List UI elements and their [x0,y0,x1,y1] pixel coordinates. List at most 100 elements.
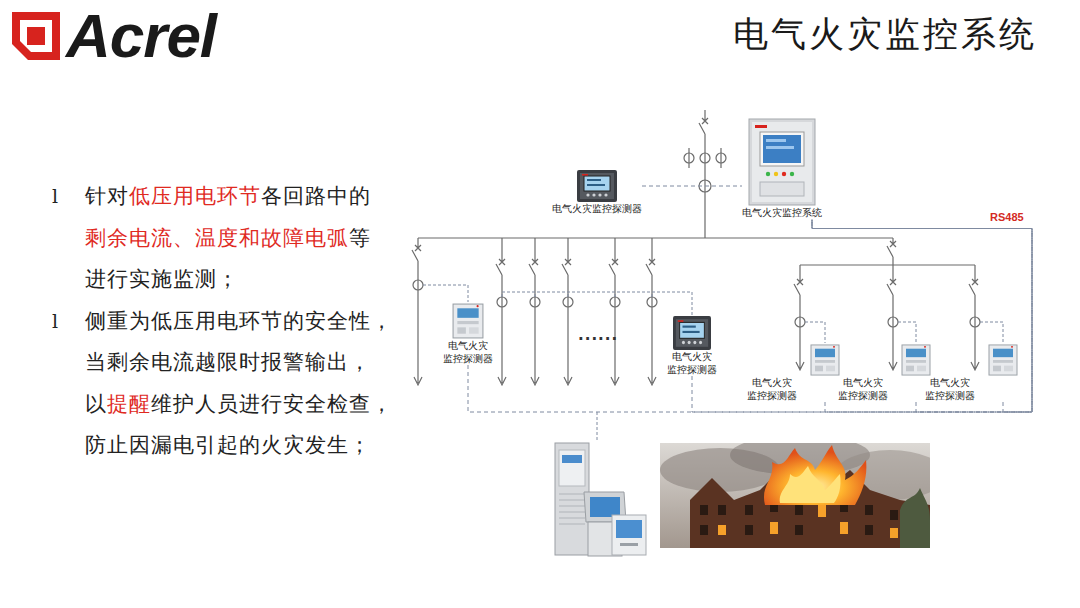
current-transformer [716,153,726,163]
bullet-mark: l [52,176,59,218]
sensor-leader [423,285,1003,441]
host-equipment [555,443,646,556]
cabinet-icon [782,172,786,176]
fire-photo [900,488,930,548]
power-wire [412,110,979,385]
detector-icon [699,341,702,344]
power-wire [412,238,422,385]
detector-icon [993,349,1013,357]
fire-photo [718,505,898,538]
fire-photo [780,466,841,503]
detector-icon [457,327,466,333]
detector-icon [673,316,711,350]
fire-photo [700,500,898,535]
rs485-link [812,220,1032,413]
brand-mark [12,12,60,60]
current-transformer [684,153,694,163]
detector-icon [584,176,610,191]
detector-icon [477,305,479,307]
bullet-item: l侧重为低压用电环节的安全性，当剩余电流越限时报警输出，以提醒维护人员进行安全检… [52,301,432,467]
detector-icon [673,316,711,350]
page-title: 电气火灾监控系统 [733,13,1037,55]
highlight-text: 低压用电环节 [129,184,261,208]
detector-node: 电气火灾监控探测器 [552,170,642,216]
current-transformer [647,297,657,307]
detector-icon [453,304,483,338]
detector-node: 电气火灾 监控探测器 [666,316,718,376]
detector-icon [811,345,839,375]
current-transformer [563,297,573,307]
cabinet-icon [752,122,812,202]
text-line: 剩余电流、温度和故障电弧等 [85,218,432,260]
detector-icon [598,193,601,196]
cabinet-icon [790,172,794,176]
power-wire [418,110,893,238]
current-transformer [888,317,898,327]
rs485-link [812,220,1032,413]
detector-icon [902,345,930,375]
monitor-host-node: 电气火灾监控系统 [742,118,822,220]
body-text: 防止因漏电引起的火灾发生； [85,433,371,457]
sensor-leader [980,322,1003,343]
detector-icon [989,345,1017,375]
host-equipment [562,455,582,463]
brand-mark [12,12,60,60]
host-equipment [620,543,638,546]
detector-icon [457,321,478,324]
detector-icon [586,193,589,196]
rs485-link [642,186,742,187]
power-wire [969,265,979,370]
detector-icon [993,366,1001,372]
power-wire [794,265,804,370]
power-wire [887,265,897,370]
bus-label: RS485 [990,211,1024,224]
sensor-leader [805,322,825,343]
detector-icon [924,346,926,348]
cabinet-icon [766,146,794,149]
detector-icon [906,360,926,363]
detector-icon [592,193,595,196]
sensor-leader [898,322,916,343]
body-text: 等 [349,226,371,250]
device-label: 电气火灾 监控探测器 [837,377,889,402]
brand-logo: Acrel [66,5,216,67]
detector-icon [810,344,840,376]
power-wire [609,238,619,385]
detector-icon [676,319,708,347]
detector-icon [587,184,605,186]
body-text: 维护人员进行安全检查， [151,392,393,416]
text-line: 当剩余电流越限时报警输出， [85,342,432,384]
current-transformer [413,153,980,327]
detector-icon [673,316,711,350]
power-wire [529,238,539,385]
device-label: 电气火灾监控探测器 [552,203,642,216]
detector-icon [688,341,691,344]
detector-icon [457,308,478,318]
detector-node: 电气火灾 监控探测器 [746,344,840,402]
cabinet-icon [766,172,770,176]
rs485-link [692,220,1032,413]
body-text: 以 [85,392,107,416]
detector-icon [1004,366,1013,372]
detector-icon [988,344,1018,376]
brand-mark [20,20,52,52]
fire-photo [660,443,930,548]
current-transformer [970,317,980,327]
body-text: 侧重为低压用电环节的安全性， [85,309,393,333]
detector-icon [906,349,926,357]
detector-node: 电气火灾 监控探测器 [442,303,494,365]
host-equipment [559,450,585,486]
highlight-text: 提醒 [107,392,151,416]
device-label: 电气火灾 监控探测器 [442,340,494,365]
detector-icon [683,331,700,333]
detector-icon [469,327,479,333]
power-wire [562,238,572,385]
text-line: 以提醒维护人员进行安全检查， [85,384,432,426]
host-equipment [612,515,646,555]
power-wire [496,238,506,385]
current-transformer [413,280,423,290]
cabinet-icon [766,139,786,142]
ellipsis-mark: ...... [578,326,618,344]
current-transformer [497,297,507,307]
